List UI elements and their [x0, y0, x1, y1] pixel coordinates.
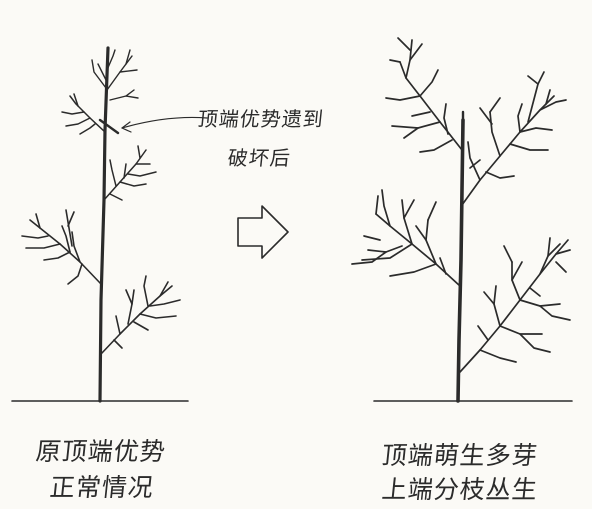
right-caption-line2: 上端分枝丛生: [380, 475, 540, 504]
left-middle-branch: [103, 145, 157, 201]
annotation-leader-line: [121, 116, 208, 129]
right-trunk: [456, 118, 465, 403]
left-crown-top: [91, 49, 139, 101]
left-caption-line1: 原顶端优势: [34, 437, 168, 466]
right-arrow-icon: [237, 205, 289, 259]
pruning-cut-mark: [98, 118, 120, 135]
annotation-text-line2: 破坏后: [226, 146, 293, 170]
left-lower-branch: [21, 209, 102, 285]
left-upper-branch: [61, 93, 106, 135]
annotation-text-line1: 顶端优势遗到: [196, 107, 326, 131]
annotation-leader-arrowhead: [121, 121, 132, 133]
right-caption-line1: 顶端萌生多芽: [380, 441, 540, 470]
left-tree: [11, 46, 208, 403]
right-tree: [351, 37, 573, 403]
right-middle-left-cluster: [351, 189, 461, 287]
left-caption-line2: 正常情况: [48, 473, 156, 502]
right-top-left-cluster: [385, 37, 463, 153]
left-lower-right-branch: [100, 275, 181, 355]
right-top-right-cluster: [461, 71, 567, 206]
right-lower-right-cluster: [459, 237, 571, 373]
